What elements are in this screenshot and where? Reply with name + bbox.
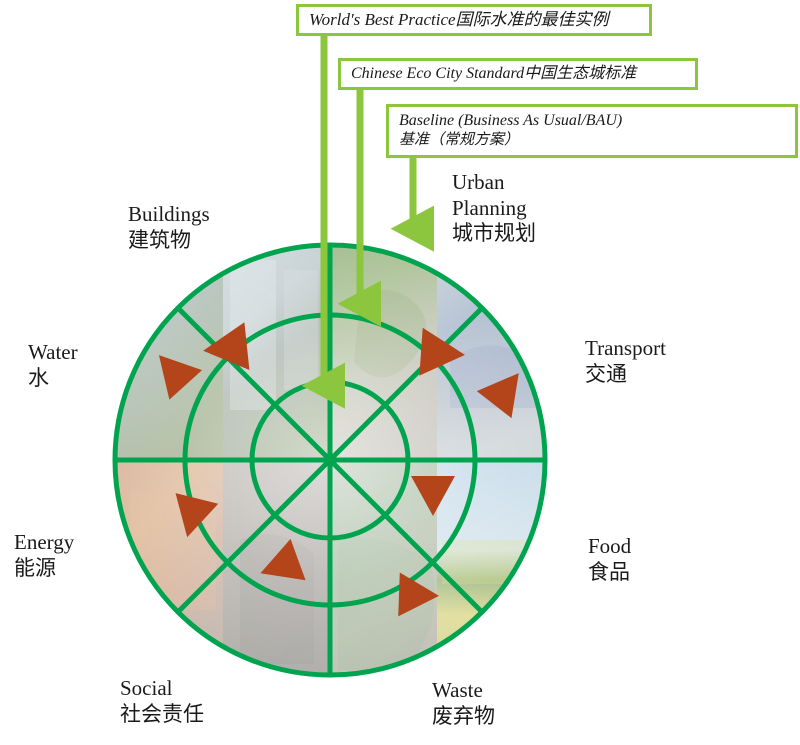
callout-worlds-best-practice[interactable]: World's Best Practice国际水准的最佳实例: [296, 4, 652, 36]
wheel-label-energy: Energy 能源: [14, 530, 74, 581]
wheel-label-waste: Waste 废弃物: [432, 678, 495, 729]
callout-chinese-eco-city-standard-text: Chinese Eco City Standard中国生态城标准: [351, 64, 637, 82]
wheel-label-buildings-en: Buildings: [128, 202, 210, 226]
wheel-label-social-en: Social: [120, 676, 173, 700]
callout-worlds-best-practice-text: World's Best Practice国际水准的最佳实例: [309, 9, 609, 29]
wheel-label-energy-en: Energy: [14, 530, 75, 554]
wheel-label-urban-planning-en2: Planning: [452, 195, 527, 220]
wheel-label-urban-planning: Urban Planning 城市规划: [452, 170, 536, 247]
wheel-label-water: Water 水: [28, 340, 78, 391]
callout-chinese-eco-city-standard[interactable]: Chinese Eco City Standard中国生态城标准: [338, 58, 698, 90]
indicator-arrow-buildings: [203, 322, 250, 370]
indicator-arrow-urban-planning: [419, 327, 465, 376]
wheel-label-water-zh: 水: [28, 365, 49, 390]
wheel-label-buildings: Buildings 建筑物: [128, 202, 210, 253]
callout-baseline[interactable]: Baseline (Business As Usual/BAU) 基准（常规方案…: [386, 104, 798, 158]
wheel-label-social: Social 社会责任: [120, 676, 204, 727]
wheel-label-transport-en: Transport: [585, 336, 666, 360]
wheel-spokes: [115, 245, 545, 675]
indicator-arrow-social: [260, 538, 306, 581]
wheel-label-food: Food 食品: [588, 534, 631, 585]
indicator-arrow-food: [411, 476, 455, 516]
sustainability-wheel: [112, 242, 548, 678]
indicator-arrows: [158, 322, 519, 617]
callout-baseline-text-en: Baseline (Business As Usual/BAU): [399, 112, 623, 130]
callout-baseline-text-zh: 基准（常规方案）: [399, 132, 520, 149]
wheel-label-food-zh: 食品: [588, 559, 630, 584]
wheel-label-waste-zh: 废弃物: [432, 703, 495, 728]
wheel-label-urban-planning-zh: 城市规划: [452, 221, 536, 246]
wheel-label-buildings-zh: 建筑物: [128, 227, 191, 252]
wheel-label-waste-en: Waste: [432, 678, 483, 702]
wheel-label-transport-zh: 交通: [585, 361, 627, 386]
wheel-label-food-en: Food: [588, 534, 632, 558]
wheel-label-urban-planning-en: Urban: [452, 170, 505, 194]
indicator-arrow-energy: [175, 493, 219, 538]
wheel-label-energy-zh: 能源: [14, 555, 56, 580]
wheel-label-social-zh: 社会责任: [120, 701, 204, 726]
indicator-arrow-water: [158, 355, 203, 400]
indicator-arrow-waste: [398, 572, 439, 617]
wheel-label-transport: Transport 交通: [585, 336, 666, 387]
wheel-label-water-en: Water: [28, 340, 78, 364]
indicator-arrow-transport: [476, 373, 519, 419]
